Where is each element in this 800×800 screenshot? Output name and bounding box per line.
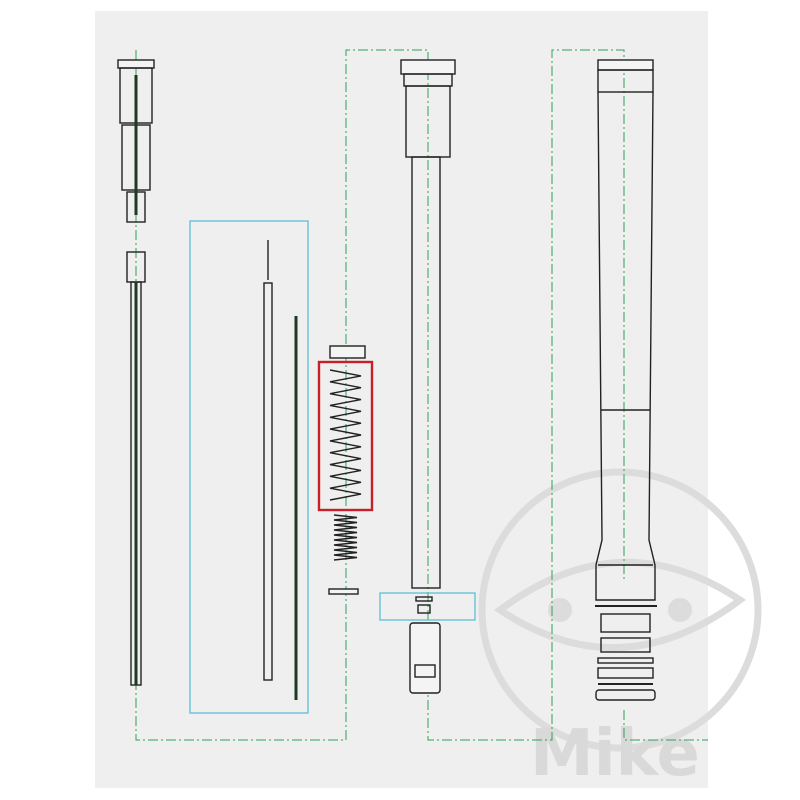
outer-fork-tube — [595, 59, 656, 601]
watermark-logo: Mike — [478, 468, 762, 791]
watermark-text: Mike — [530, 717, 700, 791]
washer — [328, 588, 359, 595]
seal-ring — [415, 596, 433, 602]
damper-rod — [263, 240, 273, 681]
assembly-axis-line — [135, 49, 708, 741]
bushing — [417, 604, 431, 614]
secondary-spring — [333, 514, 358, 561]
axle-foot — [409, 622, 441, 694]
main-spring — [329, 369, 362, 501]
rod-group-box — [189, 220, 309, 714]
damper-cartridge — [117, 59, 155, 686]
highlighted-spring-box — [317, 360, 374, 512]
inner-fork-tube — [400, 59, 456, 589]
outer-tube-seals — [595, 605, 657, 701]
drawing-panel — [95, 11, 708, 788]
seal-group-box — [379, 592, 476, 621]
spring-cap — [329, 345, 366, 359]
